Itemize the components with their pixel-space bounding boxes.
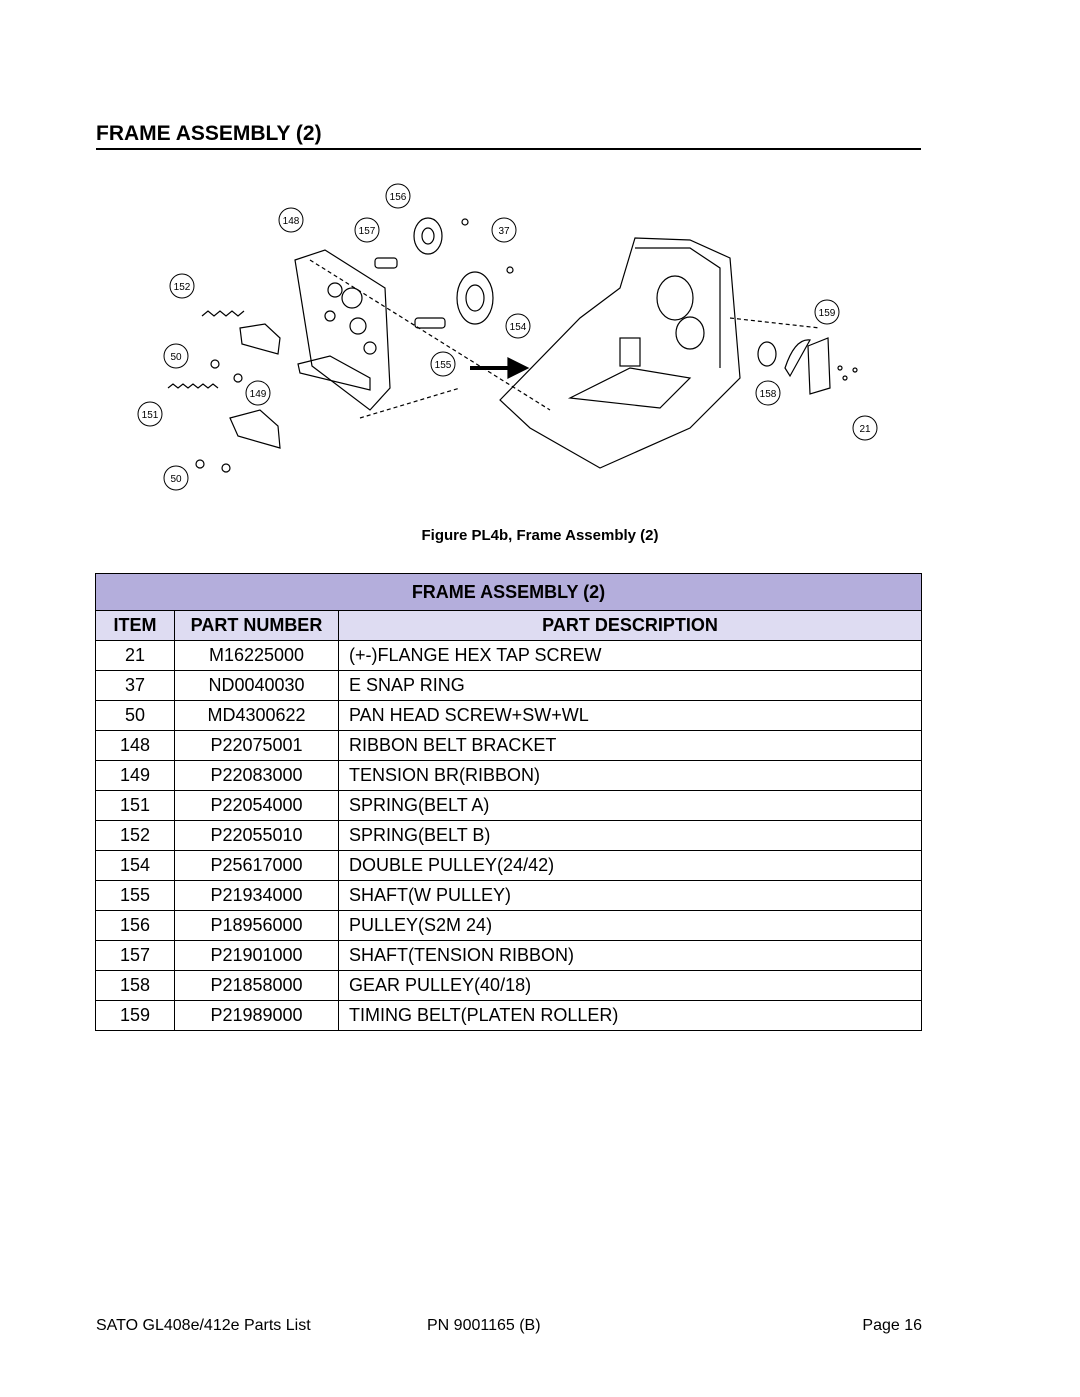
callout-151: 151 [142,410,159,421]
description-cell: E SNAP RING [338,670,922,701]
item-cell: 21 [95,640,175,671]
callout-37: 37 [498,226,510,237]
part-number-cell: MD4300622 [174,700,339,731]
item-cell: 156 [95,910,175,941]
description-cell: DOUBLE PULLEY(24/42) [338,850,922,881]
page-title: FRAME ASSEMBLY (2) [96,122,322,145]
callout-154: 154 [510,322,527,333]
description-cell: SPRING(BELT B) [338,820,922,851]
description-cell: RIBBON BELT BRACKET [338,730,922,761]
part-number-cell: P22075001 [174,730,339,761]
spring-belt-b-part [201,310,245,317]
callout-50-lower: 50 [170,474,182,485]
footer-part-number: PN 9001165 (B) [427,1317,541,1334]
item-cell: 154 [95,850,175,881]
description-cell: TIMING BELT(PLATEN ROLLER) [338,1000,922,1031]
column-header-item: ITEM [95,610,175,641]
item-cell: 157 [95,940,175,971]
description-cell: SHAFT(W PULLEY) [338,880,922,911]
column-header-part-description: PART DESCRIPTION [338,610,922,641]
timing-belt-part [784,339,811,378]
item-cell: 151 [95,790,175,821]
part-number-cell: P25617000 [174,850,339,881]
ribbon-belt-bracket-part [294,249,391,411]
item-cell: 149 [95,760,175,791]
callout-159: 159 [819,308,836,319]
part-number-cell: P22055010 [174,820,339,851]
item-cell: 148 [95,730,175,761]
part-number-cell: P21901000 [174,940,339,971]
description-cell: (+-)FLANGE HEX TAP SCREW [338,640,922,671]
part-number-cell: P21858000 [174,970,339,1001]
tension-bracket-part [297,355,371,391]
item-cell: 159 [95,1000,175,1031]
description-cell: SHAFT(TENSION RIBBON) [338,940,922,971]
description-cell: PULLEY(S2M 24) [338,910,922,941]
part-number-cell: P21989000 [174,1000,339,1031]
callout-155: 155 [435,360,452,371]
part-number-cell: P22054000 [174,790,339,821]
description-cell: SPRING(BELT A) [338,790,922,821]
part-number-cell: P22083000 [174,760,339,791]
printer-frame-part [499,237,741,469]
callout-148: 148 [283,216,300,227]
gear-pulley-part [757,341,777,367]
parts-table: FRAME ASSEMBLY (2) ITEM PART NUMBER PART… [95,573,922,1031]
footer-page-number: Page 16 [862,1317,922,1334]
callout-157: 157 [359,226,376,237]
figure-caption: Figure PL4b, Frame Assembly (2) [421,527,659,544]
title-divider [96,148,921,150]
item-cell: 152 [95,820,175,851]
column-header-part-number: PART NUMBER [174,610,339,641]
callout-50: 50 [170,352,182,363]
description-cell: PAN HEAD SCREW+SW+WL [338,700,922,731]
frame-assembly-diagram: 156 148 157 37 152 154 50 155 149 151 50… [137,183,878,491]
callout-156: 156 [390,192,407,203]
item-cell: 37 [95,670,175,701]
callout-152: 152 [174,282,191,293]
double-pulley-part [456,271,494,325]
description-cell: GEAR PULLEY(40/18) [338,970,922,1001]
part-number-cell: ND0040030 [174,670,339,701]
part-number-cell: M16225000 [174,640,339,671]
footer-document-title: SATO GL408e/412e Parts List [96,1317,311,1334]
part-number-cell: P18956000 [174,910,339,941]
part-number-cell: P21934000 [174,880,339,911]
callout-149: 149 [250,389,267,400]
description-cell: TENSION BR(RIBBON) [338,760,922,791]
item-cell: 155 [95,880,175,911]
item-cell: 50 [95,700,175,731]
spring-belt-a-part [167,383,219,389]
item-cell: 158 [95,970,175,1001]
callout-21: 21 [859,424,871,435]
table-title: FRAME ASSEMBLY (2) [95,573,922,611]
callout-158: 158 [760,389,777,400]
